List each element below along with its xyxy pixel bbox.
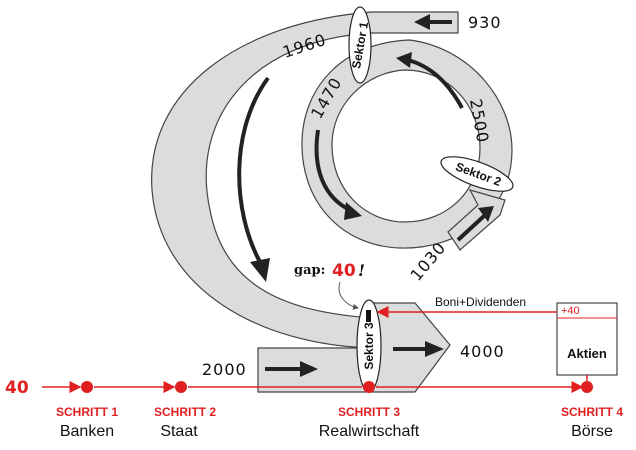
step-1-label: SCHRITT 1 xyxy=(56,405,118,419)
step-2-name: Staat xyxy=(160,423,198,440)
flow-930: 930 xyxy=(468,13,502,32)
flow-4000: 4000 xyxy=(460,342,505,361)
sector-3: Sektor 3 xyxy=(356,299,382,393)
gap-exclamation: ! xyxy=(358,261,365,280)
flow-2000: 2000 xyxy=(202,360,247,379)
aktien-label: Aktien xyxy=(567,346,607,361)
step-3-name: Realwirtschaft xyxy=(319,423,420,440)
gap-annotation: gap: 40 ! xyxy=(294,261,365,310)
aktien-delta: +40 xyxy=(561,305,580,317)
step-2-label: SCHRITT 2 xyxy=(154,405,216,419)
step-1-name: Banken xyxy=(60,423,114,440)
input-value: 40 xyxy=(5,378,29,398)
gap-value: 40 xyxy=(332,261,356,281)
gap-marker xyxy=(366,310,371,322)
step-4-dot xyxy=(581,381,593,393)
inner-ring-band xyxy=(301,39,513,249)
gap-label: gap: xyxy=(294,263,325,278)
flow-arrows xyxy=(237,14,494,377)
steps-timeline: 40 SCHRITT 1 Banken SCHRITT 2 Staat SCHR… xyxy=(5,375,623,440)
step-4-label: SCHRITT 4 xyxy=(561,405,623,419)
sector-3-label: Sektor 3 xyxy=(362,322,376,370)
boni-dividenden-label: Boni+Dividenden xyxy=(435,295,526,309)
aktien-box: +40 Aktien xyxy=(556,302,618,376)
step-4-name: Börse xyxy=(571,423,613,440)
step-1-dot xyxy=(81,381,93,393)
step-3-dot xyxy=(363,381,375,393)
step-3-label: SCHRITT 3 xyxy=(338,405,400,419)
step-2-dot xyxy=(175,381,187,393)
sector-1: Sektor 1 xyxy=(348,6,372,84)
